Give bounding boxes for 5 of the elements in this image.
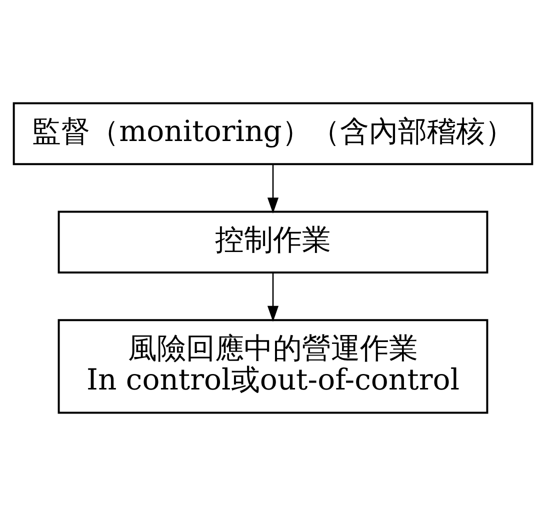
node-box: 風險回應中的營運作業 In control或out-of-control	[58, 319, 488, 414]
node-box: 控制作業	[58, 210, 488, 274]
node-box: 監督（monitoring）（含內部稽核）	[12, 102, 534, 166]
arrow	[267, 272, 279, 322]
arrow	[267, 164, 279, 214]
